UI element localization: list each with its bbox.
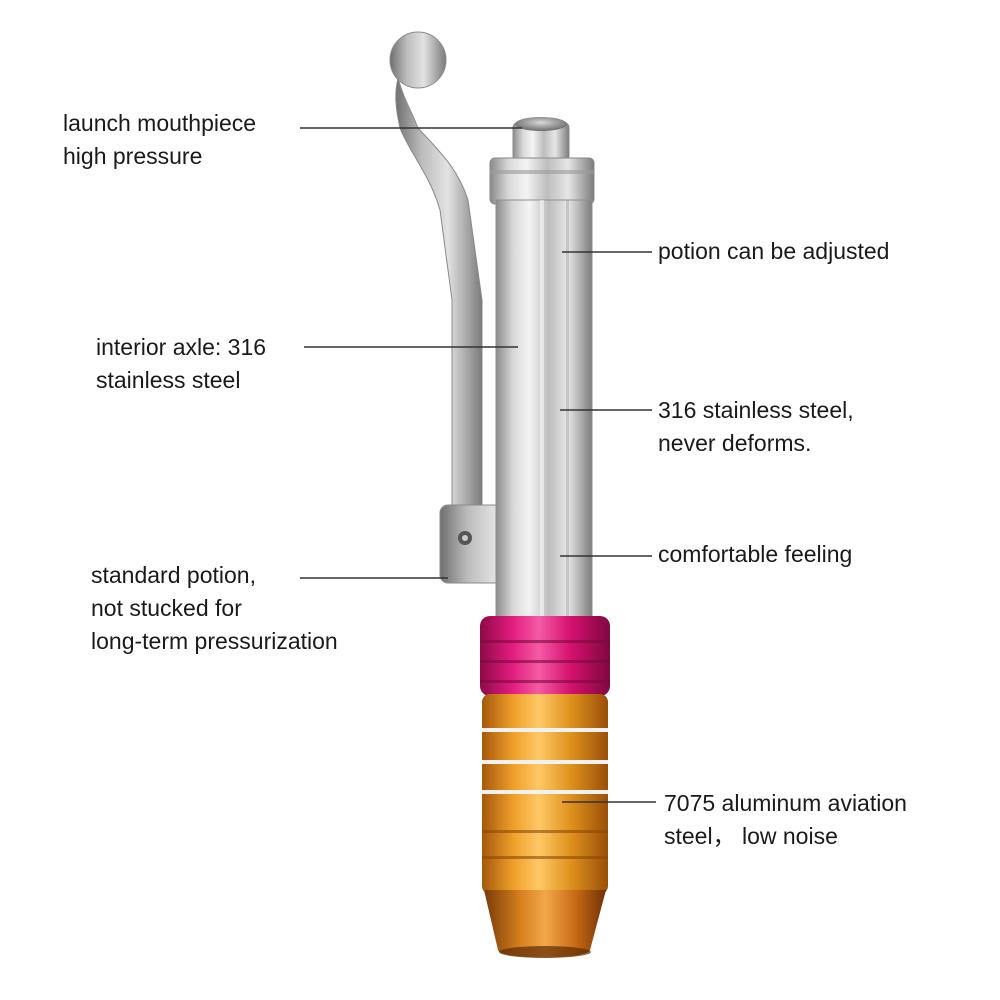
copper-nozzle [484,890,606,958]
callout-line: standard potion, [91,562,256,588]
callout-steel-316: 316 stainless steel, never deforms. [658,394,854,460]
callout-line: launch mouthpiece [63,110,257,136]
callout-standard-potion: standard potion, not stucked for long-te… [91,559,338,658]
callout-potion-adjust: potion can be adjusted [658,235,889,268]
callout-line: long-term pressurization [91,628,338,654]
callout-line: 316 stainless steel, [658,397,854,423]
callout-line: interior axle: 316 [96,334,267,360]
callout-line: steel， low noise [664,823,838,849]
callout-line: potion can be adjusted [658,238,890,264]
callout-line: high pressure [63,143,203,169]
callout-aluminum: 7075 aluminum aviation steel， low noise [664,787,907,853]
callout-line: never deforms. [658,430,812,456]
callout-line: 7075 aluminum aviation [664,790,907,816]
gold-body [482,694,608,894]
mouthpiece [489,117,595,205]
callout-line: not stucked for [91,595,242,621]
callout-mouthpiece: launch mouthpiece high pressure [63,107,256,173]
callout-interior-axle: interior axle: 316 stainless steel [96,331,266,397]
leader-lines [300,127,656,803]
callout-line: comfortable feeling [658,541,853,567]
magenta-grip [480,616,610,696]
callout-line: stainless steel [96,367,241,393]
callout-comfort: comfortable feeling [658,538,852,571]
